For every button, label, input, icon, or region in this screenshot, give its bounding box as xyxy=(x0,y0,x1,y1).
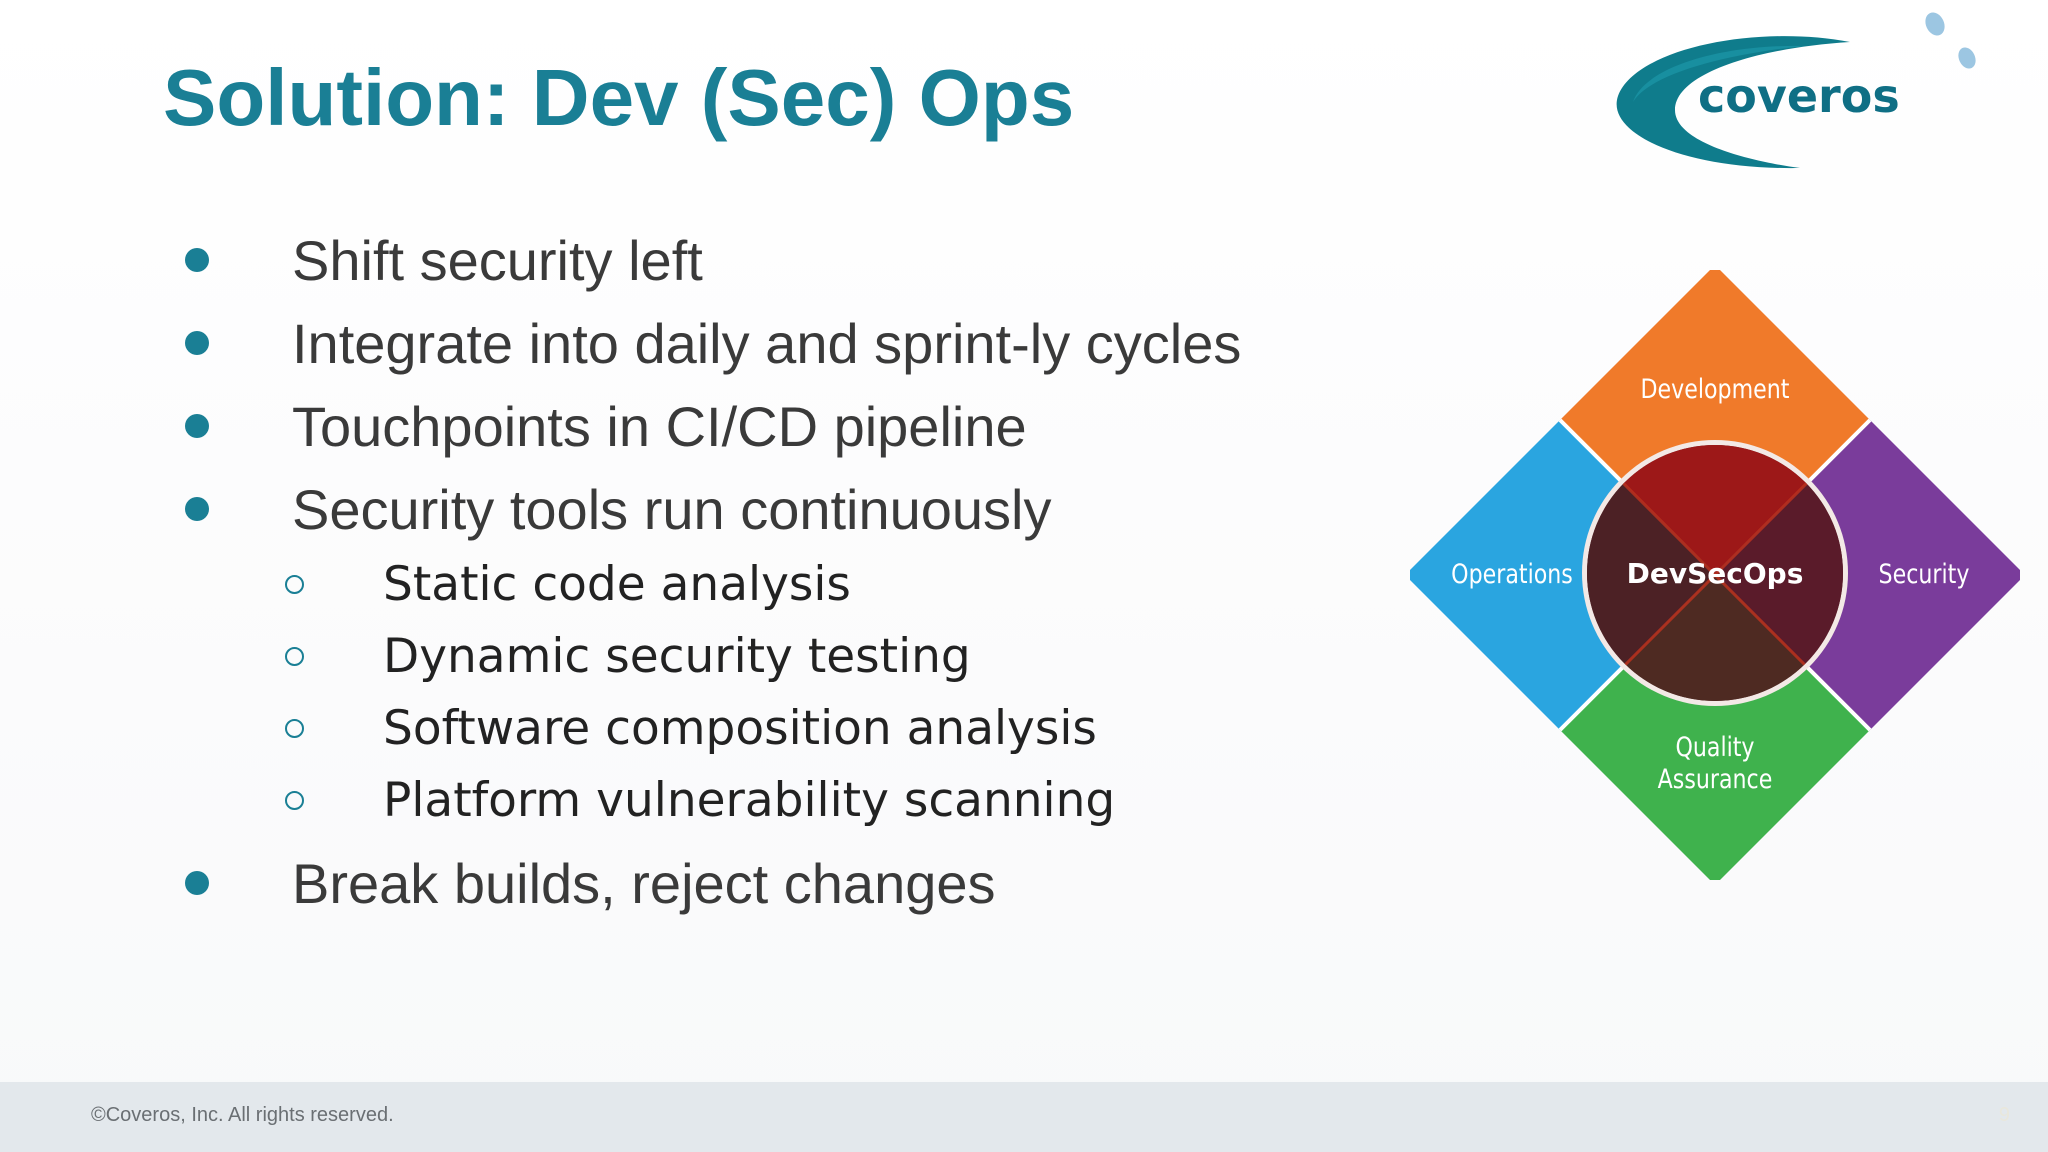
center-circle xyxy=(1587,445,1843,701)
slide-title: Solution: Dev (Sec) Ops xyxy=(163,53,1075,142)
logo-swoosh-highlight xyxy=(1633,45,1805,102)
devsecops-center-label: DevSecOps xyxy=(1627,557,1804,590)
development-label: Development xyxy=(1641,373,1790,405)
sub-bullet-item: Platform vulnerability scanning xyxy=(285,764,1115,836)
bullet-text: Touchpoints in CI/CD pipeline xyxy=(292,394,1027,458)
bullet-dot xyxy=(185,414,209,438)
center-left xyxy=(1587,445,1715,701)
bullet-item: Shift security left xyxy=(180,218,703,302)
sub-bullet-text: Dynamic security testing xyxy=(383,628,971,684)
logo-wordmark: coveros xyxy=(1698,69,1900,123)
sub-bullet-text: Static code analysis xyxy=(383,556,851,612)
sub-bullet-ring xyxy=(285,574,304,594)
devsecops-diagram: Development Operations Security Quality … xyxy=(1410,270,2020,880)
bullet-item: Break builds, reject changes xyxy=(180,841,996,925)
operations-label: Operations xyxy=(1451,558,1573,590)
bullet-dot xyxy=(185,248,209,272)
bullet-dot xyxy=(185,871,209,895)
bullet-item: Touchpoints in CI/CD pipeline xyxy=(180,384,1027,468)
sub-bullet-ring xyxy=(285,646,304,666)
assurance-label: Assurance xyxy=(1658,763,1773,795)
copyright-text: ©Coveros, Inc. All rights reserved. xyxy=(91,1104,394,1126)
sub-bullet-item: Dynamic security testing xyxy=(285,620,971,692)
bullet-text: Security tools run continuously xyxy=(292,477,1052,541)
bullet-text: Break builds, reject changes xyxy=(292,851,996,915)
sub-bullet-text: Software composition analysis xyxy=(383,700,1097,756)
bullet-item: Security tools run continuously xyxy=(180,467,1052,551)
bullet-dot xyxy=(185,331,209,355)
bullet-text: Shift security left xyxy=(292,228,703,292)
bullet-item: Integrate into daily and sprint-ly cycle… xyxy=(180,301,1241,385)
bullet-text: Integrate into daily and sprint-ly cycle… xyxy=(292,311,1242,375)
bullet-list: Shift security left Integrate into daily… xyxy=(180,218,1241,925)
center-top xyxy=(1587,445,1843,573)
center-bottom xyxy=(1587,573,1843,701)
security-label: Security xyxy=(1879,558,1970,590)
center-right xyxy=(1715,445,1843,701)
sub-bullet-text: Platform vulnerability scanning xyxy=(383,772,1116,828)
bullet-dot xyxy=(185,497,209,521)
sub-bullet-item: Static code analysis xyxy=(285,548,851,620)
sub-bullet-ring xyxy=(285,718,304,738)
coveros-logo: coveros xyxy=(1616,12,1976,169)
logo-drop-1 xyxy=(1925,12,1945,36)
sub-bullet-item: Software composition analysis xyxy=(285,692,1097,764)
quality-label: Quality xyxy=(1675,731,1754,763)
page-number: 9 xyxy=(1998,1104,2010,1126)
sub-bullet-ring xyxy=(285,790,304,810)
footer: ©Coveros, Inc. All rights reserved. 9 xyxy=(0,1082,2048,1152)
logo-drop-2 xyxy=(1958,47,1976,69)
